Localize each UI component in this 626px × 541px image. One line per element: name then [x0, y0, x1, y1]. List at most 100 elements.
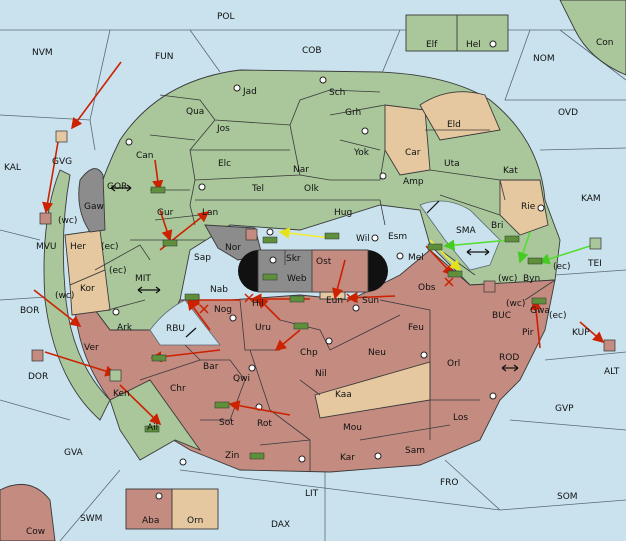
label-bor: BOR: [20, 306, 39, 316]
label-qua: Qua: [186, 107, 204, 117]
label-zin: Zin: [225, 451, 239, 461]
label-uru: Uru: [255, 323, 271, 333]
label-grh: Grh: [345, 108, 361, 118]
label-neu: Neu: [368, 348, 386, 358]
label-byn: Byn: [523, 274, 540, 284]
label-uta: Uta: [444, 159, 460, 169]
label-sam: Sam: [405, 446, 425, 456]
label-coast-ec: (ec): [109, 266, 127, 276]
territory-eld[interactable]: [419, 91, 501, 141]
label-obs: Obs: [418, 283, 436, 293]
label-hug: Hug: [334, 208, 352, 218]
label-sun: Sun: [362, 296, 379, 306]
label-yok: Yok: [353, 148, 370, 158]
label-nar: Nar: [293, 165, 309, 175]
label-aba: Aba: [142, 516, 159, 526]
territory-cow[interactable]: [0, 483, 56, 541]
label-mit: MIT: [135, 274, 151, 284]
label-coast-wc: (wc): [58, 216, 77, 226]
label-kor: Kor: [80, 284, 95, 294]
label-kam: KAM: [581, 194, 601, 204]
label-tei: TEI: [587, 259, 602, 269]
label-elc: Elc: [218, 159, 231, 169]
label-chr: Chr: [170, 384, 186, 394]
label-gwa: Gwa: [530, 306, 550, 316]
label-ken: Ken: [113, 389, 130, 399]
territory-aba[interactable]: [125, 488, 173, 530]
label-tel: Tel: [251, 184, 264, 194]
label-rbu: RBU: [166, 324, 185, 334]
fleet-units[interactable]: [31, 130, 616, 382]
territory-kor[interactable]: [69, 269, 111, 316]
label-sch: Sch: [329, 88, 345, 98]
label-chp: Chp: [300, 348, 318, 358]
label-coast-ec: (ec): [549, 311, 567, 321]
label-pir: Pir: [522, 328, 534, 338]
label-gvg: GVG: [52, 157, 72, 167]
territory-car[interactable]: [384, 104, 431, 176]
label-mou: Mou: [343, 423, 362, 433]
label-can: Can: [136, 151, 154, 161]
label-eld: Eld: [447, 120, 461, 130]
label-jos: Jos: [216, 124, 230, 134]
label-alt: ALT: [604, 367, 620, 377]
label-rie: Rie: [521, 202, 536, 212]
label-ver: Ver: [84, 343, 99, 353]
label-skr: Skr: [286, 254, 301, 264]
label-coast-ec: (ec): [553, 262, 571, 272]
label-cob: COB: [302, 46, 322, 56]
label-esm: Esm: [388, 232, 407, 242]
label-nom: NOM: [533, 54, 555, 64]
sea-sma: [419, 200, 501, 271]
label-nog: Nog: [214, 305, 232, 315]
passage-arrows: [110, 184, 519, 372]
label-rod: ROD: [499, 353, 519, 363]
label-kup: KUP: [572, 328, 590, 338]
label-elf: Elf: [426, 40, 438, 50]
label-web: Web: [287, 274, 307, 284]
support-orders-green: [443, 231, 591, 265]
label-olk: Olk: [304, 184, 320, 194]
label-orn: Orn: [187, 516, 203, 526]
label-los: Los: [453, 413, 468, 423]
label-coast-ec: (ec): [101, 242, 119, 252]
label-sot: Sot: [219, 418, 234, 428]
failed-order-marks: [199, 277, 454, 314]
label-som: SOM: [557, 492, 578, 502]
label-coast-wc: (wc): [498, 274, 517, 284]
label-cow: Cow: [26, 527, 45, 537]
label-her: Her: [70, 242, 86, 252]
label-lit: LIT: [305, 489, 319, 499]
label-amp: Amp: [403, 177, 424, 187]
label-kat: Kat: [503, 166, 518, 176]
label-dor: DOR: [28, 372, 48, 382]
label-gvp: GVP: [555, 404, 574, 414]
label-gva: GVA: [64, 448, 84, 458]
label-feu: Feu: [408, 323, 424, 333]
label-sma: SMA: [456, 226, 476, 236]
supply-centers: [112, 40, 545, 500]
label-ark: Ark: [117, 323, 133, 333]
territory-orn[interactable]: [171, 488, 219, 530]
label-bar: Bar: [203, 362, 219, 372]
label-fun: FUN: [155, 52, 174, 62]
label-kaa: Kaa: [335, 390, 352, 400]
territory-rie[interactable]: [499, 179, 549, 236]
label-lan: Lan: [202, 208, 218, 218]
label-car: Car: [405, 148, 421, 158]
label-orl: Orl: [447, 359, 460, 369]
label-ovd: OVD: [558, 108, 578, 118]
label-nab: Nab: [210, 285, 228, 295]
label-rot: Rot: [257, 419, 272, 429]
label-nor: Nor: [225, 243, 241, 253]
label-kal: KAL: [4, 163, 21, 173]
territory-gaw[interactable]: [78, 168, 106, 233]
label-fro: FRO: [440, 478, 459, 488]
label-buc: BUC: [492, 311, 511, 321]
label-qwi: Qwi: [233, 374, 250, 384]
label-mvu: MVU: [36, 242, 57, 252]
label-wil: Wil: [356, 234, 370, 244]
label-con: Con: [596, 38, 614, 48]
army-units[interactable]: [144, 186, 547, 460]
